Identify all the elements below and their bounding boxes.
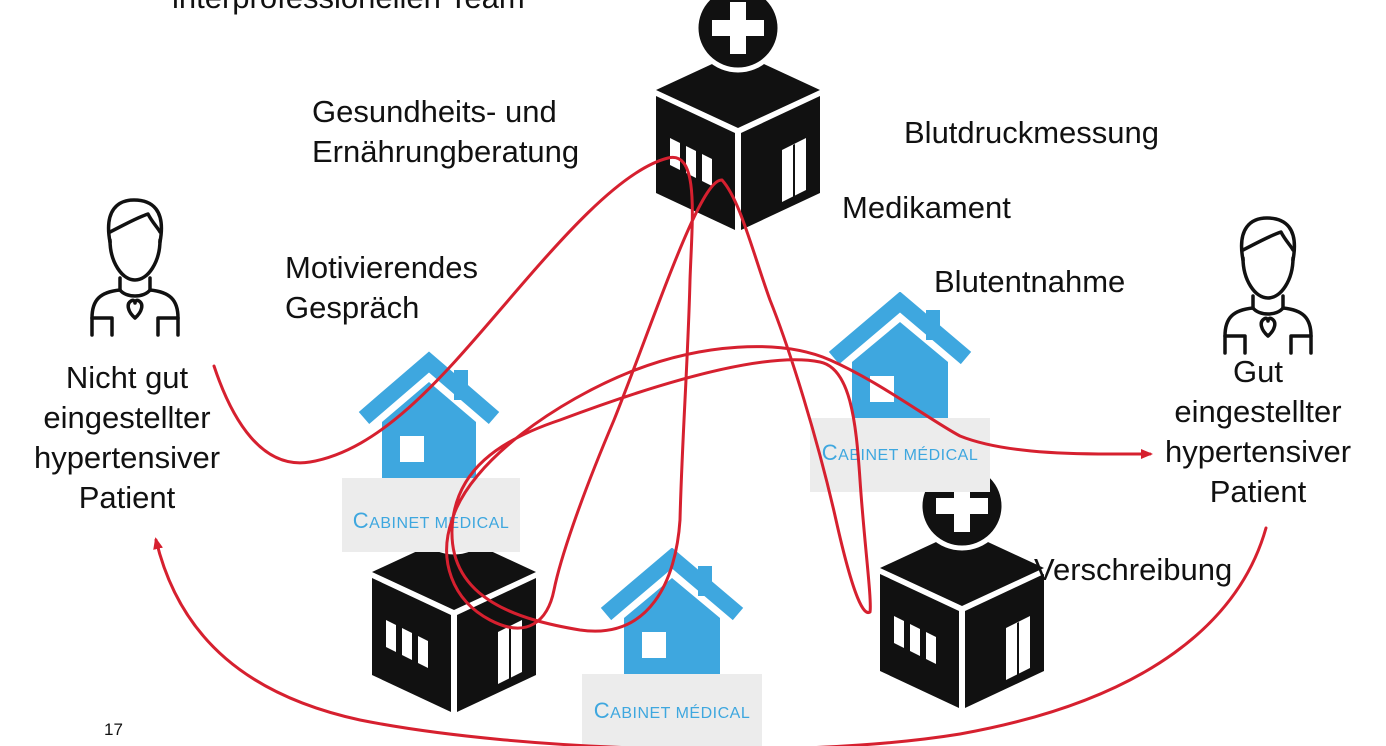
house-icon (828, 292, 972, 418)
house-icon (600, 548, 744, 674)
label-medikament: Medikament (842, 190, 1011, 225)
house-icon (358, 351, 500, 478)
page-title: interprofessionellen Team (172, 0, 525, 18)
label-motivierendes-gespraech: Motivierendes Gespräch (285, 250, 478, 325)
cabinet-caption: CABINET MÉDICAL (593, 698, 751, 723)
label-blutentnahme: Blutentnahme (934, 264, 1126, 299)
cabinet-caption: CABINET MÉDICAL (821, 440, 979, 465)
label-verschreibung: Verschreibung (1034, 552, 1233, 587)
patient-left-label: Nicht gut eingestellter hypertensiver Pa… (33, 360, 221, 515)
page-number: 17 (104, 720, 123, 739)
cabinet-caption: CABINET MÉDICAL (352, 508, 510, 533)
patient-right-label: Gut eingestellter hypertensiver Patient (1164, 354, 1352, 509)
label-gesundheits-beratung: Gesundheits- und Ernährungberatung (312, 94, 580, 169)
hospital-building-icon-bottom-right (880, 464, 1044, 708)
cabinet-medical-3: CABINET MÉDICAL (582, 548, 762, 746)
hospital-building-icon-top (656, 0, 820, 230)
label-blutdruckmessung: Blutdruckmessung (904, 115, 1160, 150)
cabinet-medical-2: CABINET MÉDICAL (810, 292, 990, 492)
cabinet-medical-1: CABINET MÉDICAL (342, 350, 520, 552)
